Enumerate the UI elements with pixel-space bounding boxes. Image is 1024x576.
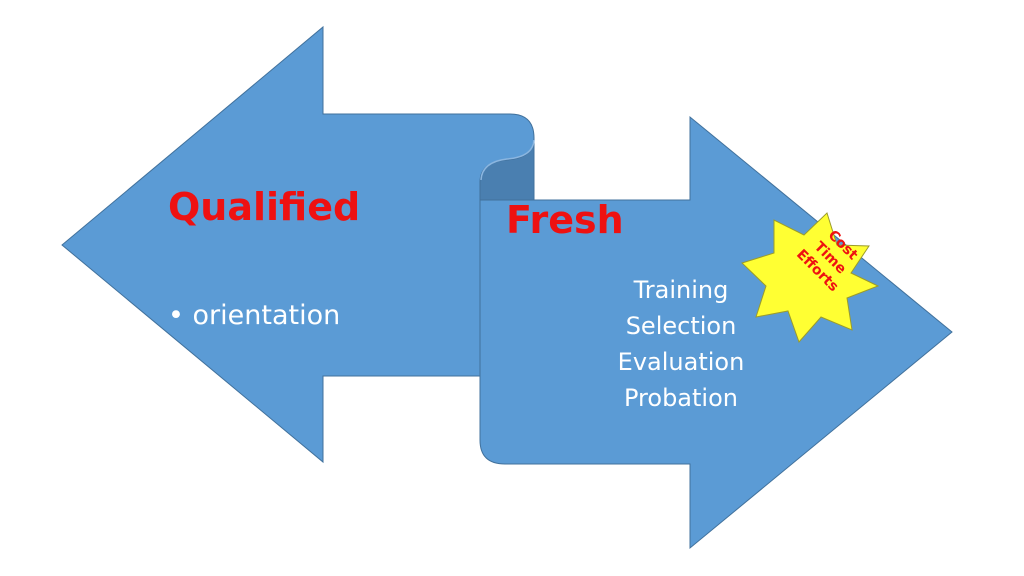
starburst-badge (741, 212, 880, 343)
step-training: Training (633, 276, 729, 304)
fresh-heading: Fresh (506, 198, 624, 242)
fresh-steps-list: Training Selection Evaluation Probation (600, 272, 762, 416)
qualified-heading: Qualified (168, 185, 361, 229)
right-arrow-shape (479, 115, 953, 550)
step-selection: Selection (625, 312, 737, 340)
step-probation: Probation (624, 384, 738, 412)
step-evaluation: Evaluation (617, 348, 745, 376)
ribbon-fold-highlight (480, 139, 535, 181)
left-arrow-shape (61, 25, 535, 464)
orientation-bullet: • orientation (168, 300, 341, 331)
